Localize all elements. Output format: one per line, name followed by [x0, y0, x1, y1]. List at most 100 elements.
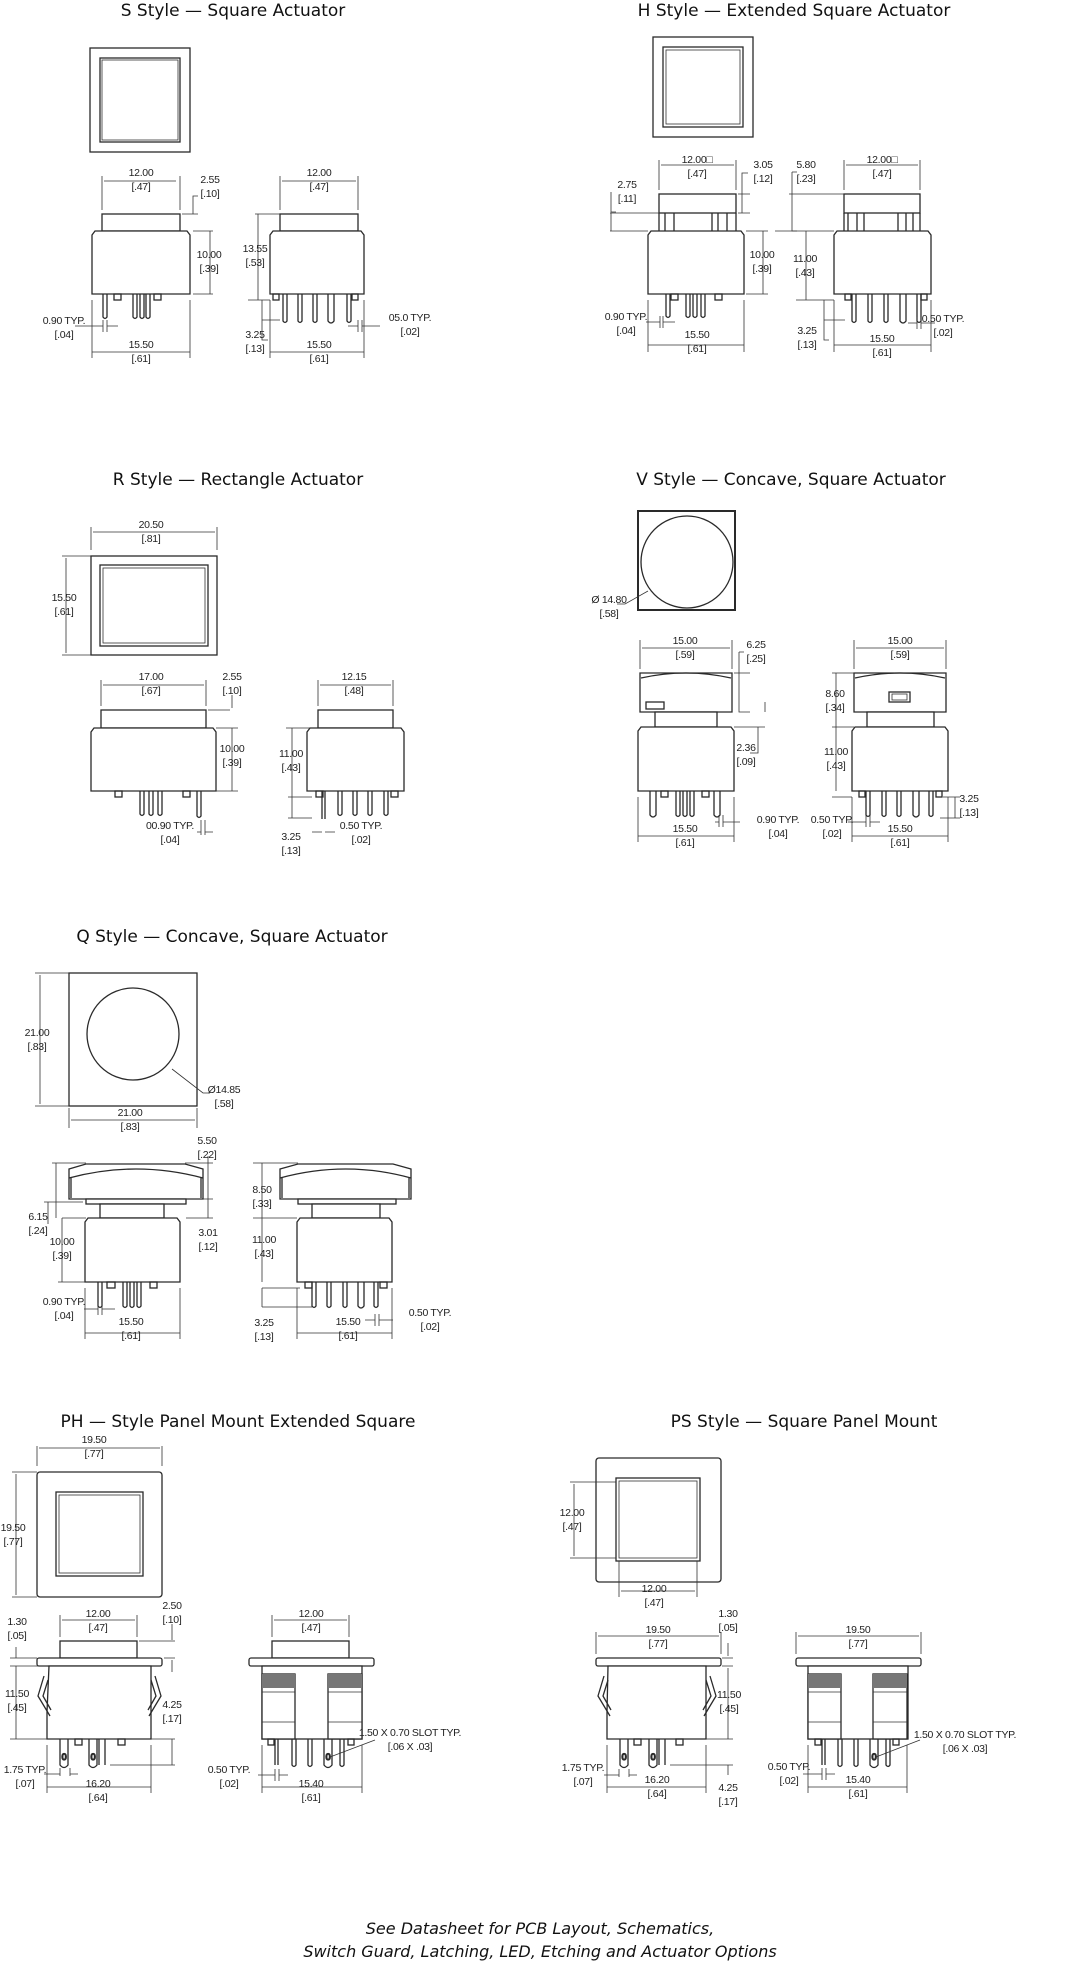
- dim-side-pin-width: 0.50 TYP.: [208, 1764, 250, 1776]
- dim-ext-height-in: [.24]: [29, 1225, 48, 1237]
- dim-flange-height-in: [.05]: [8, 1630, 27, 1642]
- dim-pin-length: 3.25: [254, 1317, 274, 1329]
- dim-side-pin-width-in: [.02]: [780, 1775, 799, 1787]
- dim-side-pin-width-in: [.02]: [352, 834, 371, 846]
- section-title: R Style — Rectangle Actuator: [113, 470, 363, 490]
- dim-side-base-width-in: [.61]: [339, 1330, 358, 1342]
- dim-side-base-width: 15.50: [870, 333, 895, 345]
- dim-side-base-width: 15.40: [299, 1778, 324, 1790]
- dim-clip-height: 4.25: [718, 1782, 738, 1794]
- section-q-style: Q Style — Concave, Square Actuator 21.00…: [25, 927, 452, 1343]
- dim-side-body-height-in: [.43]: [827, 760, 846, 772]
- top-view: Ø 14.80 [.58]: [591, 510, 736, 620]
- top-view: 21.00 [.83] 21.00 [.83] Ø14.85 [.58]: [25, 972, 241, 1133]
- top-view: 12.00 [.47] 12.00 [.47]: [560, 1457, 722, 1609]
- dim-diameter-in: [.58]: [600, 608, 619, 620]
- dim-side-pin-width-in: [.02]: [220, 1778, 239, 1790]
- dim-side-width-in: [.48]: [345, 685, 364, 697]
- dim-front-width-in: [.67]: [142, 685, 161, 697]
- dim-side-pin-width-in: [.02]: [401, 326, 420, 338]
- dim-diameter: Ø14.85: [208, 1084, 241, 1096]
- dim-base-width-in: [.61]: [132, 353, 151, 365]
- dim-ext-height: 6.15: [28, 1211, 48, 1223]
- dim-base-width: 15.50: [685, 329, 710, 341]
- dim-base-width-in: [.61]: [122, 1330, 141, 1342]
- dim-side-pin-width: 0.50 TYP.: [409, 1307, 451, 1319]
- dim-body-height: 11.50: [717, 1689, 741, 1701]
- dim-side-base-width: 15.50: [336, 1316, 361, 1328]
- dim-side-body-height: 11.00: [793, 253, 817, 265]
- section-title: PS Style — Square Panel Mount: [671, 1412, 938, 1432]
- side-view: 12.00 [.47] 13.55 [.53] 3.25 [.13] 05.0 …: [243, 167, 432, 365]
- dim-base-width: 16.20: [645, 1774, 670, 1786]
- dim-gap-height-in: [.09]: [737, 756, 756, 768]
- section-ph-style: PH — Style Panel Mount Extended Square 1…: [1, 1412, 462, 1804]
- dim-total-height-in: [.53]: [246, 257, 265, 269]
- section-title: H Style — Extended Square Actuator: [638, 1, 951, 21]
- dim-total-height: 13.55: [243, 243, 268, 255]
- dim-side-base-width-in: [.61]: [873, 347, 892, 359]
- dim-side-base-width-in: [.61]: [302, 1792, 321, 1804]
- dim-cap-height: 2.55: [222, 671, 242, 683]
- side-view: 8.50 [.33] 11.00 [.43] 3.25 [.13] 15.50 …: [252, 1162, 452, 1343]
- dim-side-width-in: [.47]: [873, 168, 892, 180]
- front-view: 0 0 19.50 [.77] 1.30 [.05] 11.50 [.45] 4…: [562, 1608, 742, 1808]
- dim-pin-width-in: [.07]: [574, 1776, 593, 1788]
- section-title: S Style — Square Actuator: [121, 1, 346, 21]
- dim-front-width-in: [.47]: [132, 181, 151, 193]
- slot-glyph: 0: [622, 1752, 627, 1762]
- dim-side-base-width-in: [.61]: [849, 1788, 868, 1800]
- dim-top-width: 21.00: [118, 1107, 143, 1119]
- dim-top-width: 19.50: [82, 1434, 107, 1446]
- dim-body-height: 10.00: [50, 1236, 75, 1248]
- dim-diameter-in: [.58]: [215, 1098, 234, 1110]
- dim-base-width-in: [.61]: [688, 343, 707, 355]
- dim-side-body-height: 11.00: [279, 748, 303, 760]
- dim-side-top-height: 5.80: [796, 159, 816, 171]
- side-view: 12.00□ [.47] 5.80 [.23] 11.00 [.43] 3.25…: [775, 154, 965, 359]
- dim-side-width-in: [.47]: [310, 181, 329, 193]
- dim-side-width-in: [.47]: [302, 1622, 321, 1634]
- dim-side-width: 12.00: [299, 1608, 324, 1620]
- dim-front-width: 15.00: [673, 635, 698, 647]
- dim-cap-height: 6.25: [746, 639, 766, 651]
- dim-front-width: 12.00□: [682, 154, 714, 166]
- slot-glyph: 0: [651, 1752, 656, 1762]
- footer-note: See Datasheet for PCB Layout, Schematics…: [303, 1919, 776, 1961]
- dim-pin-width-in: [.04]: [617, 325, 636, 337]
- dim-side-pin-width: 0.50 TYP.: [811, 814, 853, 826]
- dim-slot: 1.50 X 0.70 SLOT TYP.: [359, 1727, 461, 1739]
- section-title: V Style — Concave, Square Actuator: [636, 470, 946, 490]
- dim-diameter: Ø 14.80: [591, 594, 627, 606]
- footer-line-2: Switch Guard, Latching, LED, Etching and…: [303, 1942, 776, 1961]
- dim-side-top-height-in: [.23]: [797, 173, 816, 185]
- slot-glyph: 0: [326, 1752, 331, 1762]
- dim-pin-length-in: [.13]: [246, 343, 265, 355]
- dim-top-width-in: [.81]: [142, 533, 161, 545]
- dim-pin-width-in: [.04]: [55, 1310, 74, 1322]
- dim-side-pin-width: 0.50 TYP.: [922, 313, 964, 325]
- dim-side-pin-width-in: [.02]: [934, 327, 953, 339]
- dim-top-width: 20.50: [139, 519, 164, 531]
- dim-side-base-width: 15.50: [888, 823, 913, 835]
- dim-base-width: 15.50: [129, 339, 154, 351]
- side-view: 0 19.50 [.77] 0.50 TYP. [.02] 15.40 [.61…: [768, 1624, 1017, 1800]
- dim-front-width-in: [.47]: [688, 168, 707, 180]
- dim-pin-length-in: [.13]: [960, 807, 979, 819]
- dim-side-base-width: 15.40: [846, 1774, 871, 1786]
- dim-body-height-in: [.39]: [53, 1250, 72, 1262]
- dim-cap-height: 5.50: [197, 1135, 217, 1147]
- slot-glyph: 0: [62, 1752, 67, 1762]
- dim-slot-in: [.06 X .03]: [943, 1743, 988, 1755]
- dim-side-body-height-in: [.43]: [796, 267, 815, 279]
- dim-side-cap-height: 8.50: [252, 1184, 272, 1196]
- dim-pin-width: 0.90 TYP.: [757, 814, 799, 826]
- dim-top-width-in: [.83]: [121, 1121, 140, 1133]
- dim-base-width-in: [.64]: [89, 1792, 108, 1804]
- dim-body-height-in: [.45]: [720, 1703, 739, 1715]
- dim-base-width: 16.20: [86, 1778, 111, 1790]
- top-view: [89, 47, 191, 153]
- dim-flange-height-in: [.05]: [719, 1622, 738, 1634]
- dim-side-cap-height-in: [.34]: [826, 702, 845, 714]
- dim-top-height: 15.50: [52, 592, 77, 604]
